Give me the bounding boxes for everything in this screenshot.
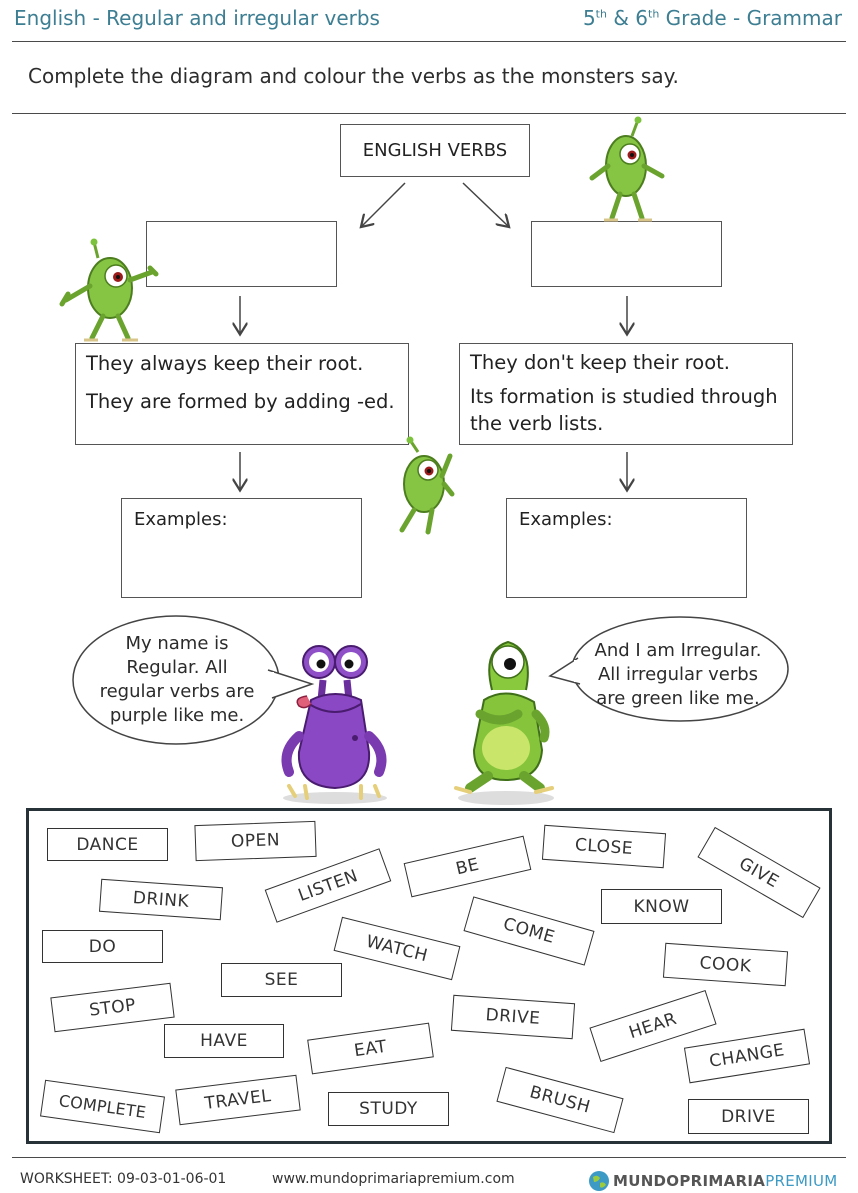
header-divider (12, 41, 846, 42)
footer-divider (12, 1157, 846, 1158)
irregular-desc-line1: They don't keep their root. (470, 351, 730, 374)
irregular-desc-line2a: Its formation is studied through (470, 385, 778, 409)
irregular-desc-line2b: the verb lists. (470, 411, 604, 435)
regular-speech-bubble-shape (72, 615, 315, 745)
verb-word[interactable]: DRIVE (688, 1099, 809, 1134)
irregular-answer-box[interactable] (531, 221, 722, 287)
green-monster-irregular-icon (454, 640, 554, 805)
regular-description-box: They always keep their root. They are fo… (75, 343, 409, 445)
green-monster-left-icon (59, 238, 159, 342)
verb-word[interactable]: KNOW (601, 889, 722, 924)
green-monster-top-right-icon (589, 116, 665, 222)
logo-text-primaria: PRIMARIA (679, 1172, 766, 1190)
worksheet-title: English - Regular and irregular verbs (14, 6, 380, 30)
arrow-right-branch (462, 182, 508, 226)
instruction-text: Complete the diagram and colour the verb… (28, 64, 679, 88)
diagram-arrows (0, 182, 858, 620)
grade-label: 5th & 6th Grade - Grammar (582, 6, 842, 30)
verb-word[interactable]: DANCE (47, 828, 168, 861)
verb-word[interactable]: STUDY (328, 1092, 449, 1126)
diagram-root-box: ENGLISH VERBS (340, 124, 530, 177)
purple-monster-regular-icon (281, 645, 387, 804)
logo-text-premium: PREMIUM (765, 1172, 838, 1190)
verb-word[interactable]: OPEN (194, 820, 317, 862)
verb-word[interactable]: DO (42, 930, 163, 963)
globe-icon (589, 1171, 609, 1191)
irregular-examples-box[interactable]: Examples: (506, 498, 747, 598)
regular-speech-text: My name is Regular. All regular verbs ar… (99, 633, 255, 726)
verb-word-panel (26, 808, 832, 1144)
regular-desc-line1: They always keep their root. (86, 352, 364, 375)
verb-word[interactable]: SEE (221, 963, 342, 997)
instruction-divider (12, 113, 846, 114)
irregular-examples-label: Examples: (519, 509, 613, 530)
publisher-logo: MUNDO PRIMARIA PREMIUM (588, 1170, 838, 1192)
worksheet-code: WORKSHEET: 09-03-01-06-01 (20, 1171, 227, 1187)
irregular-description-box: They don't keep their root. Its formatio… (459, 343, 793, 445)
irregular-speech-text: And I am Irregular. All irregular verbs … (594, 640, 762, 709)
regular-answer-box[interactable] (146, 221, 337, 287)
regular-examples-box[interactable]: Examples: (121, 498, 362, 598)
green-monster-middle-icon (399, 436, 455, 535)
irregular-speech-bubble-shape (548, 616, 789, 722)
regular-desc-line2: They are formed by adding -ed. (86, 390, 395, 414)
regular-examples-label: Examples: (134, 509, 228, 530)
verb-word[interactable]: HAVE (164, 1024, 284, 1058)
logo-text-mundo: MUNDO (613, 1172, 680, 1190)
arrow-left-branch (362, 182, 406, 226)
website-link[interactable]: www.mundoprimariapremium.com (272, 1171, 515, 1187)
